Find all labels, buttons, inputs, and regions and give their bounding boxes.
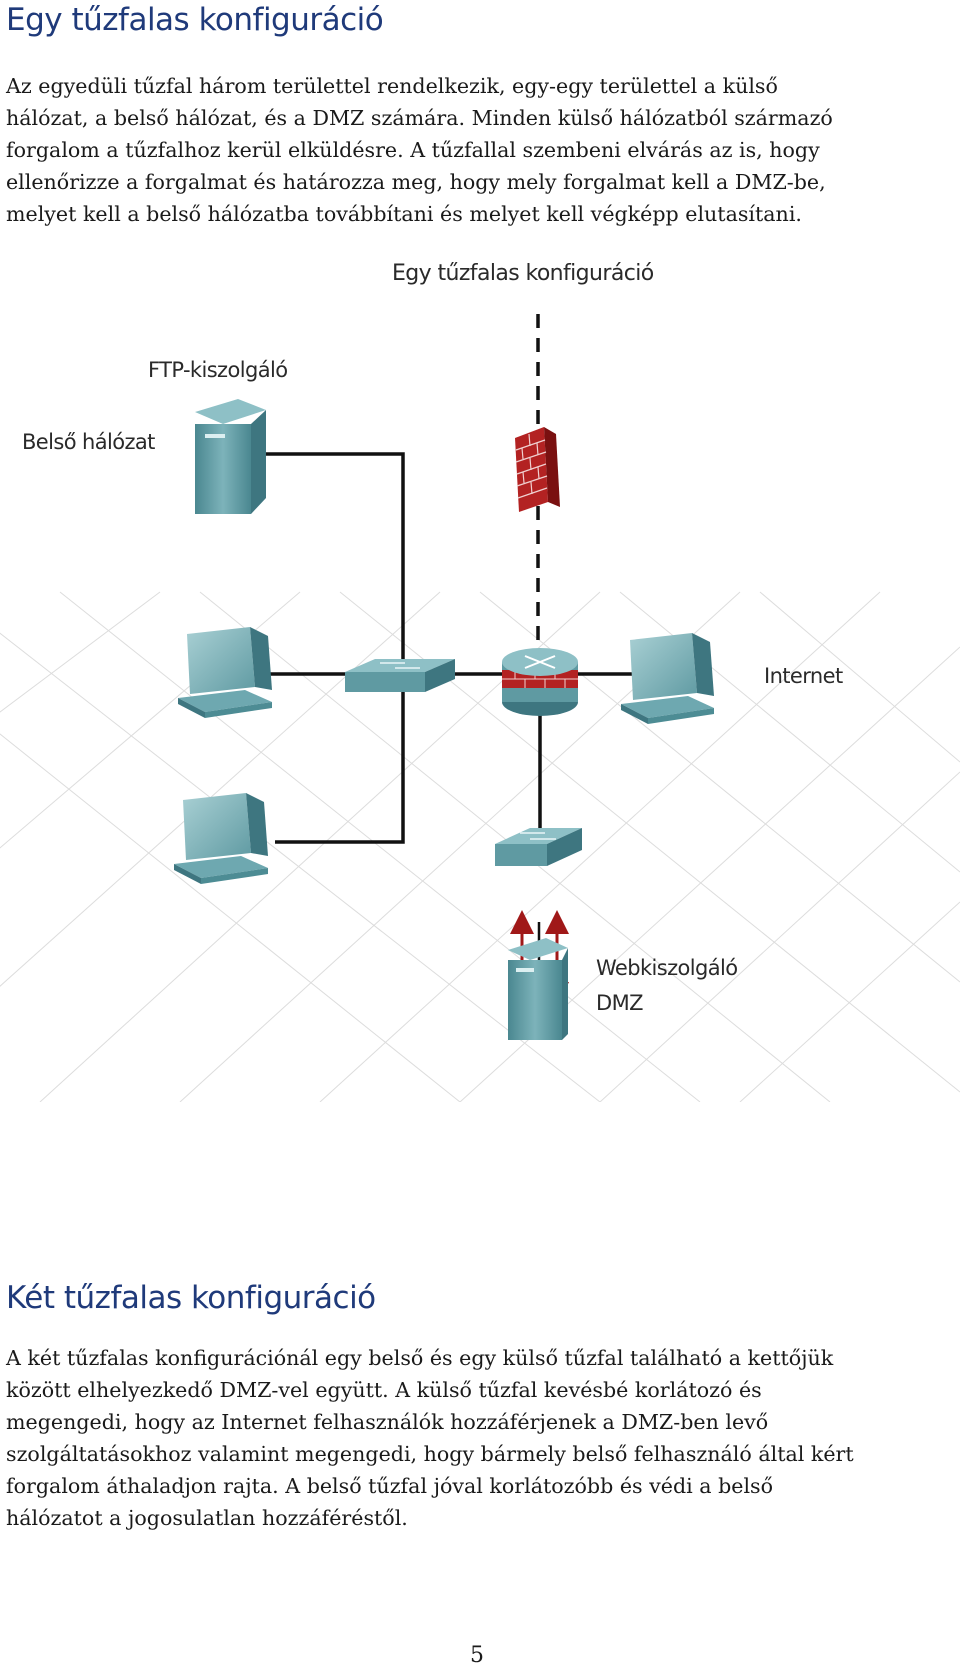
paragraph-line: forgalom áthaladjon rajta. A belső tűzfa… — [6, 1474, 774, 1498]
section-paragraph-two-firewalls: A két tűzfalas konfigurációnál egy belső… — [6, 1342, 951, 1534]
paragraph-line: ellenőrizze a forgalmat és határozza meg… — [6, 170, 826, 194]
label-web-server: Webkiszolgáló — [596, 956, 738, 980]
paragraph-line: Az egyedüli tűzfal három területtel rend… — [6, 74, 778, 98]
paragraph-line: megengedi, hogy az Internet felhasználók… — [6, 1410, 769, 1434]
server-icon — [508, 938, 568, 1040]
label-internet: Internet — [764, 664, 843, 688]
desktop-computer-icon — [621, 633, 714, 724]
label-ftp-server: FTP-kiszolgáló — [148, 358, 287, 382]
section-paragraph-single-firewall: Az egyedüli tűzfal három területtel rend… — [6, 70, 951, 230]
page-number: 5 — [470, 1643, 484, 1668]
server-icon — [195, 399, 266, 514]
firewall-icon — [515, 427, 560, 512]
paragraph-line: hálózat, a belső hálózat, és a DMZ számá… — [6, 106, 833, 130]
paragraph-line: A két tűzfalas konfigurációnál egy belső… — [6, 1346, 834, 1370]
section-heading-single-firewall: Egy tűzfalas konfiguráció — [6, 2, 384, 38]
desktop-computer-icon — [174, 793, 268, 884]
label-dmz: DMZ — [596, 991, 643, 1015]
paragraph-line: melyet kell a belső hálózatba továbbítan… — [6, 202, 802, 226]
label-internal-network: Belső hálózat — [22, 430, 155, 454]
router-icon — [502, 648, 578, 716]
section-heading-two-firewalls: Két tűzfalas konfiguráció — [6, 1280, 376, 1316]
switch-icon — [345, 659, 455, 692]
network-diagram: Egy tűzfalas konfiguráció — [0, 262, 960, 1102]
paragraph-line: forgalom a tűzfalhoz kerül elküldésre. A… — [6, 138, 820, 162]
paragraph-line: hálózatot a jogosulatlan hozzáféréstől. — [6, 1506, 408, 1530]
switch-icon — [495, 828, 582, 866]
desktop-computer-icon — [178, 627, 272, 718]
paragraph-line: szolgáltatásokhoz valamint megengedi, ho… — [6, 1442, 854, 1466]
paragraph-line: között elhelyezkedő DMZ-vel együtt. A kü… — [6, 1378, 762, 1402]
network-cables — [266, 452, 637, 844]
diagram-title: Egy tűzfalas konfiguráció — [392, 262, 654, 286]
